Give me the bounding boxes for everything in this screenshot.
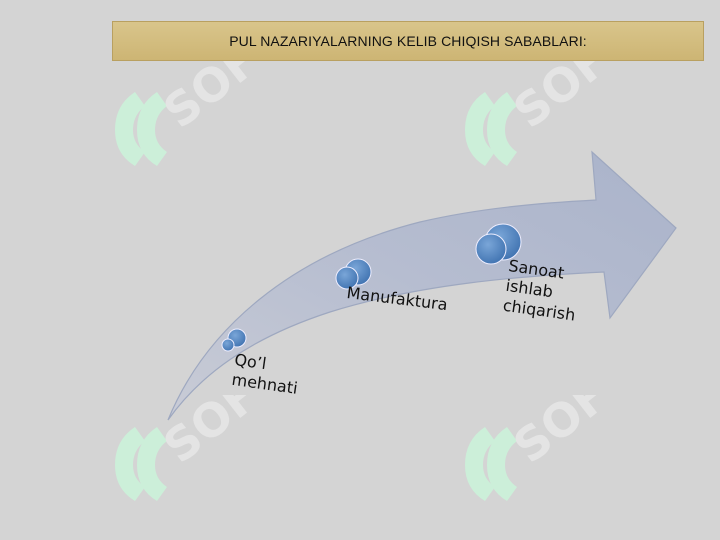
slide-title: PUL NAZARIYALARNING KELIB CHIQISH SABABL… [229, 33, 587, 49]
stage-2-marker [335, 258, 372, 290]
stage-1-marker [221, 328, 247, 352]
curved-arrow [167, 150, 677, 421]
stage-3-label: Sanoat ishlab chiqarish [501, 256, 577, 325]
stage-3-marker [475, 223, 522, 265]
title-bar: PUL NAZARIYALARNING KELIB CHIQISH SABABL… [112, 21, 704, 61]
